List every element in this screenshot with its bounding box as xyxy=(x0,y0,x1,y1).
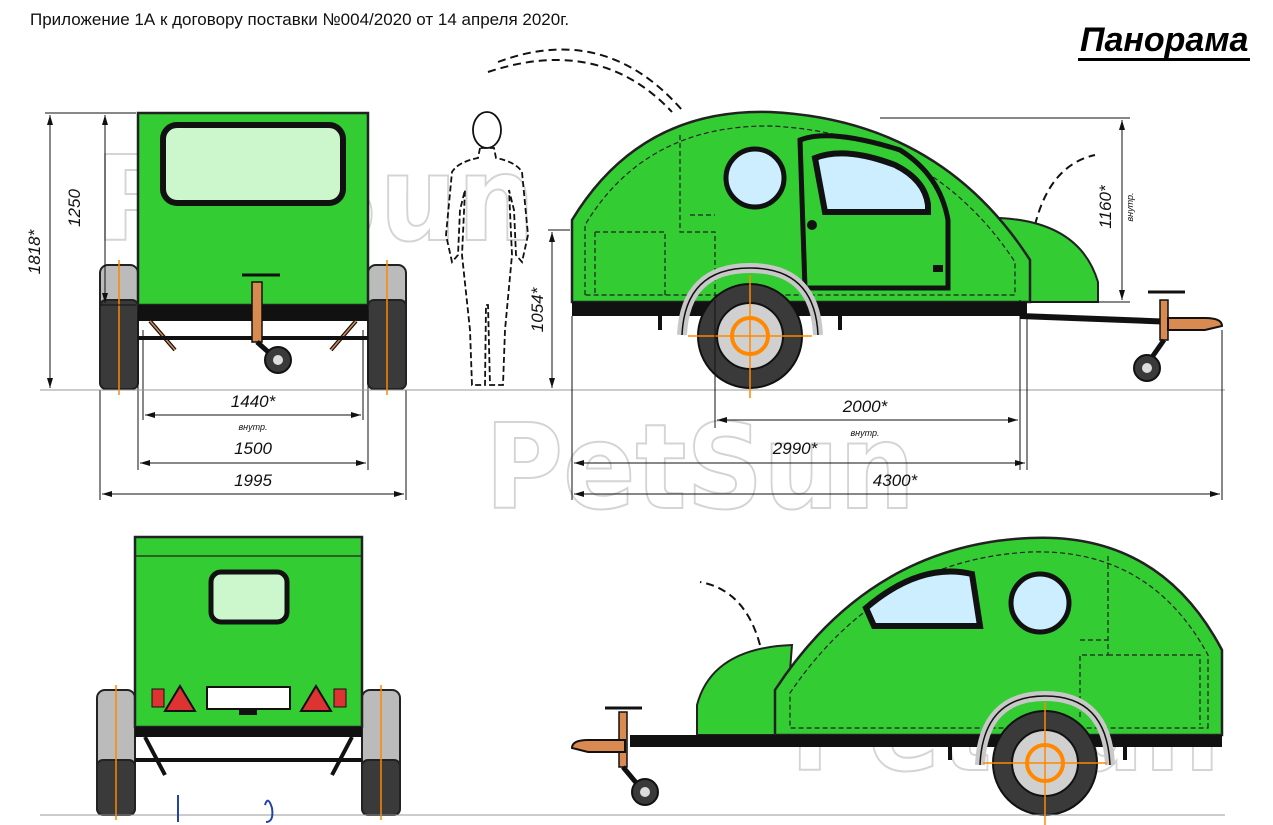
front-view: 1818* 1250 1440* внутр. 1500 1995 xyxy=(25,111,407,500)
front-window xyxy=(160,122,346,206)
left-wheel xyxy=(99,260,139,395)
side-view: 1054* 1160* внутр. 2000* внутр. 2990* 43… xyxy=(487,48,1224,500)
human-silhouette xyxy=(445,111,529,386)
dim-side-inner-height-note: внутр. xyxy=(1125,192,1135,221)
rear-view xyxy=(96,535,401,820)
dim-side-body-length: 2990* xyxy=(772,439,819,458)
side-view-mirrored xyxy=(570,536,1224,825)
dim-front-total-width: 1995 xyxy=(234,471,272,490)
dim-side-total-length: 4300* xyxy=(873,471,919,490)
dim-side-inner-height: 1160* xyxy=(1096,184,1115,229)
dim-front-inner-note: внутр. xyxy=(238,422,267,432)
side-hitch xyxy=(1133,290,1224,382)
dim-front-body-width: 1500 xyxy=(234,439,272,458)
dim-front-body-height: 1250 xyxy=(65,189,84,227)
dim-side-inner-length-note: внутр. xyxy=(850,428,879,438)
dim-side-floor-height: 1054* xyxy=(528,286,547,332)
rear-window xyxy=(208,569,290,625)
dim-front-total-height: 1818* xyxy=(25,228,44,274)
watermark-2: PetSun xyxy=(485,398,915,536)
page-title: Приложение 1А к договору поставки №004/2… xyxy=(30,10,570,29)
dim-front-inner-width: 1440* xyxy=(231,392,277,411)
side-porthole xyxy=(723,146,787,210)
brand-logo: Панорама xyxy=(1078,21,1251,61)
front-jack-wheel xyxy=(242,273,292,374)
side-wheel xyxy=(688,275,812,398)
dim-side-inner-length: 2000* xyxy=(842,397,889,416)
right-wheel xyxy=(367,260,407,395)
